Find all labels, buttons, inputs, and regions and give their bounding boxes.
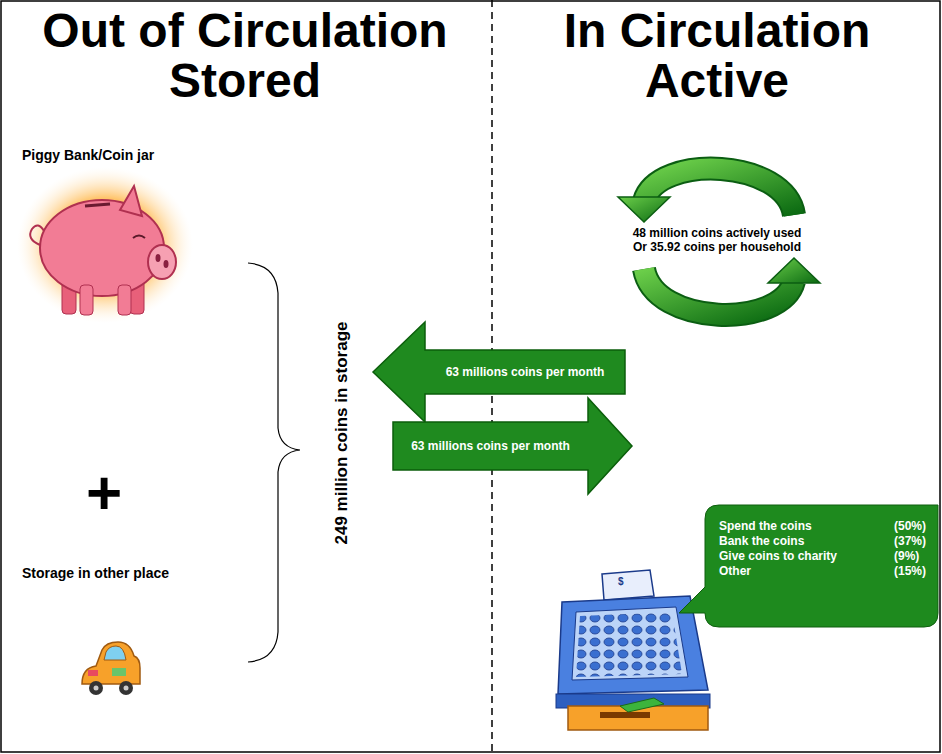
flow-label: 63 millions coins per month <box>411 439 570 453</box>
storage-total-text: 249 million coins in storage <box>332 321 352 544</box>
callout-percent: (50%) <box>894 519 926 534</box>
cycle-arrow-part <box>618 197 670 222</box>
region-title: Out of Circulation Stored <box>10 6 480 106</box>
cycle-text: 48 million coins actively used Or 35.92 … <box>628 226 806 254</box>
flow-label: 63 millions coins per month <box>446 365 605 379</box>
cycle-arrow-part <box>644 169 794 215</box>
callout-item: Give coins to charity <box>719 549 884 564</box>
callout-percent: (9%) <box>894 549 926 564</box>
flow-arrow <box>373 322 625 422</box>
callout-bubble-path <box>679 505 938 627</box>
callout-list: Spend the coins (50%) Bank the coins (37%) G… <box>705 505 940 593</box>
storage-place-label: Storage in other place <box>22 566 169 580</box>
cash-register-illustration <box>556 570 710 730</box>
stored-region: Out of Circulation Stored 249 million coi… <box>0 0 492 754</box>
dollar-sign: $ <box>618 577 624 587</box>
callout-item: Bank the coins <box>719 534 884 549</box>
cycle-arrow-part <box>768 258 820 283</box>
cycle-arrow-part <box>644 269 794 315</box>
flow-arrow <box>393 398 632 494</box>
cycle-arrow-part <box>644 169 794 215</box>
car-illustration <box>82 642 140 695</box>
piggy-bank-label: Piggy Bank/Coin jar <box>22 148 154 162</box>
callout-percent: (15%) <box>894 564 926 579</box>
callout-item: Other <box>719 564 884 579</box>
piggy-bank-illustration <box>17 167 193 323</box>
callout-percent: (37%) <box>894 534 926 549</box>
curly-bracket <box>248 263 300 662</box>
usage-callout: Spend the coins (50%) Bank the coins (37%) G… <box>705 505 940 627</box>
plus-sign: + <box>86 462 122 524</box>
cycle-arrow-part <box>644 269 794 315</box>
storage-total: 249 million coins in storage <box>325 265 359 600</box>
circulation-cycle: 48 million coins actively used Or 35.92 … <box>582 145 852 335</box>
region-title: In Circulation Active <box>502 6 932 106</box>
callout-item: Spend the coins <box>719 519 884 534</box>
